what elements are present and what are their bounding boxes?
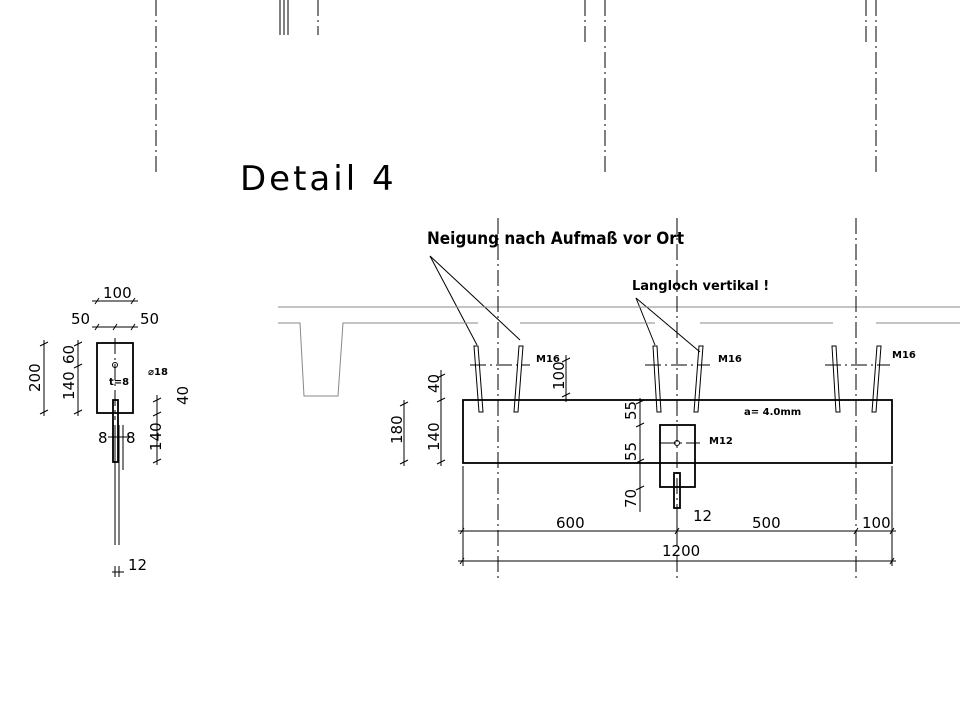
- anchor-depth-dimension: [561, 355, 571, 402]
- side-top-text: 60: [60, 345, 78, 364]
- front-lower-text: 140: [425, 422, 443, 451]
- side-width-text: 100: [103, 284, 132, 302]
- m12-label: M12: [709, 436, 733, 447]
- slot-leaders: [635, 297, 701, 353]
- front-left-dimensions: [399, 370, 446, 466]
- detail-title: Detail 4: [240, 159, 397, 199]
- lug-lower-text: 55: [622, 442, 640, 461]
- m16-label-2: M16: [718, 354, 742, 365]
- concrete-profile: [278, 306, 960, 397]
- anchor-rod-4: [693, 345, 704, 413]
- span-left-text: 600: [556, 514, 585, 532]
- bottom-dimensions: [458, 466, 896, 566]
- anchor-rod-3: [652, 345, 662, 413]
- thickness-label: t=8: [109, 377, 129, 388]
- lug-thickness-text: 12: [693, 507, 712, 525]
- anchor-rod-6: [871, 345, 882, 413]
- side-right-top-text: 40: [174, 386, 192, 405]
- inclination-leaders: [429, 255, 521, 346]
- lug-dimensions: [635, 398, 645, 512]
- anchor-depth-text: 100: [550, 361, 568, 390]
- base-plate: [462, 399, 893, 464]
- side-view: [96, 338, 134, 545]
- front-view-axes: [497, 218, 857, 578]
- diameter-label: ⌀18: [148, 367, 168, 378]
- side-gap-left-text: 8: [98, 429, 108, 447]
- side-half-right-text: 50: [140, 310, 159, 328]
- side-lower-text: 140: [60, 371, 78, 400]
- anchor-rod-2: [513, 345, 524, 413]
- side-stem-text: 12: [128, 556, 147, 574]
- weld-label: a= 4.0mm: [744, 407, 801, 418]
- slot-note: Langloch vertikal !: [632, 279, 769, 294]
- front-upper-text: 40: [425, 374, 443, 393]
- lug-plate: [659, 424, 696, 488]
- lug-upper-text: 55: [622, 401, 640, 420]
- anchor-rod-5: [831, 345, 841, 413]
- side-height-text: 200: [26, 363, 44, 392]
- side-dimensions: [39, 297, 162, 577]
- inclination-note: Neigung nach Aufmaß vor Ort: [427, 229, 684, 249]
- side-half-left-text: 50: [71, 310, 90, 328]
- lug-stem-text: 70: [622, 489, 640, 508]
- lug-stem: [673, 472, 681, 509]
- side-gap-right-text: 8: [126, 429, 136, 447]
- anchor-rod-1: [473, 345, 484, 413]
- span-end-text: 100: [862, 514, 891, 532]
- anchor-rods: [473, 345, 882, 413]
- plate-height-text: 180: [388, 415, 406, 444]
- span-right-text: 500: [752, 514, 781, 532]
- total-length-text: 1200: [662, 542, 700, 560]
- side-right-lower-text: 140: [147, 422, 165, 451]
- top-axis-lines: [155, 0, 877, 175]
- anchor-centerlines: [470, 364, 890, 401]
- m16-label-3: M16: [892, 350, 916, 361]
- m16-label-1: M16: [536, 354, 560, 365]
